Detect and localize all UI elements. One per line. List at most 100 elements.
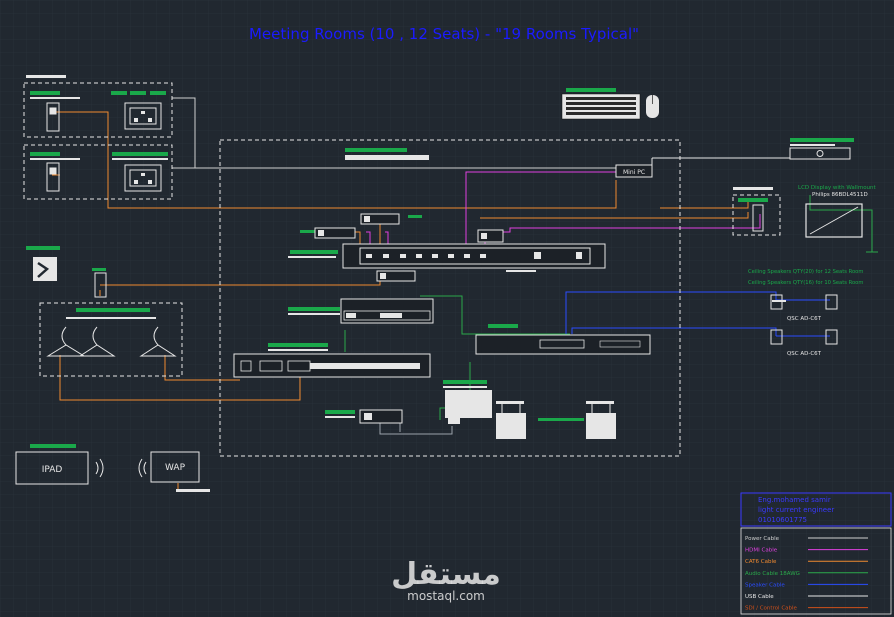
cat6-cable <box>52 111 617 209</box>
network-outlet <box>46 162 60 192</box>
network-outlet <box>49 167 57 175</box>
hdmi-receiver <box>376 270 416 282</box>
relay-module <box>496 413 526 439</box>
hdmi-cable <box>500 214 761 233</box>
tag-label <box>325 410 355 414</box>
relay-tag <box>586 401 614 404</box>
tag-label <box>176 489 210 492</box>
camera <box>789 147 851 160</box>
author-name: Eng.mohamed samir <box>758 496 831 504</box>
watermark-site: mostaql.com <box>407 589 485 603</box>
qsc-label-2: QSC AD-C6T <box>787 351 822 357</box>
arrow-icon <box>37 261 50 278</box>
speaker-group-1 <box>770 294 838 310</box>
tag-label <box>76 308 150 312</box>
tag-label <box>30 91 60 95</box>
cat6-cable <box>59 355 301 401</box>
tag-label <box>150 91 166 95</box>
tag-label <box>26 75 66 78</box>
tag-label <box>738 198 768 202</box>
tag-labels <box>26 75 854 492</box>
dsp-unit-panel <box>343 310 431 321</box>
matrix-port <box>432 254 438 258</box>
author-box <box>740 492 892 527</box>
matrix-port <box>534 252 541 259</box>
tag-label <box>443 386 487 388</box>
author-info: Eng.mohamed samir light current engineer… <box>740 492 892 527</box>
watermark: مستقل mostaql.com <box>391 557 501 603</box>
tag-label <box>325 416 355 418</box>
speaker-icon <box>825 329 838 345</box>
wall-outlets <box>46 102 162 192</box>
tag-label <box>345 155 429 160</box>
wap-box <box>150 451 200 483</box>
power-socket <box>124 102 162 130</box>
ipad-label: IPAD <box>42 465 63 475</box>
author-title: light current engineer <box>758 506 834 514</box>
power-sequencer-din <box>448 418 460 424</box>
wireless-devices: IPAD WAP <box>15 451 200 485</box>
speakers-16-label: Ceiling Speakers QTY(16) for 10 Seats Ro… <box>748 280 863 286</box>
mini-pc-box <box>615 164 653 178</box>
mouse-icon <box>646 95 659 118</box>
conference-unit-port <box>240 360 252 372</box>
tag-label <box>538 418 584 421</box>
tag-label <box>30 97 80 99</box>
tag-label <box>268 349 328 351</box>
main-rack-zone <box>219 139 681 457</box>
tag-label <box>268 343 328 347</box>
network-outlet <box>49 107 57 115</box>
wifi-signal-icon <box>95 458 104 478</box>
key-row <box>566 97 636 100</box>
mini-pc-label: Mini PC <box>623 169 645 176</box>
hdmi-extender-port <box>481 233 487 239</box>
qsc-label-1: QSC AD-C6T <box>787 316 822 322</box>
cat6-cable <box>660 202 749 209</box>
matrix-port <box>576 252 582 259</box>
tag-label <box>488 324 518 328</box>
rack-devices <box>233 213 651 439</box>
camera-lens <box>816 150 824 157</box>
relay-pins <box>501 404 611 413</box>
cat6-cable <box>164 355 240 381</box>
zones <box>23 82 781 457</box>
cat6-cable <box>480 212 749 219</box>
author-phone: 01010601775 <box>758 516 807 524</box>
matrix-port <box>464 254 470 258</box>
diagram-title: Meeting Rooms (10 , 12 Seats) - "19 Room… <box>249 25 639 43</box>
legend-label: Audio Cable 18AWG <box>745 571 800 577</box>
usb-extender-port <box>318 230 324 236</box>
socket-pins <box>134 111 152 184</box>
audio-cable <box>420 295 570 335</box>
tag-label <box>443 380 487 384</box>
power-socket-inner <box>129 107 157 125</box>
microphone-icon <box>78 326 116 357</box>
tag-label <box>30 444 76 448</box>
keyboard-mouse <box>561 93 659 120</box>
amplifier-led <box>599 340 641 348</box>
microphone-icon <box>46 326 86 357</box>
microphones <box>46 326 177 357</box>
tag-label <box>290 250 338 254</box>
tag-label <box>112 152 168 156</box>
network-outlet <box>46 102 60 132</box>
tag-label <box>345 148 407 152</box>
lcd-display-model: Philips 86BDL4511D <box>812 192 868 198</box>
ipad-box <box>15 451 89 485</box>
legend-label: Power Cable <box>745 536 780 542</box>
wall-box-zone-2 <box>23 144 173 200</box>
control-cable <box>379 423 453 435</box>
matrix-port <box>416 254 422 258</box>
display-zone <box>732 194 781 236</box>
tag-label <box>733 187 773 190</box>
dsp-connector <box>346 313 356 318</box>
amplifier-terminal <box>539 339 585 349</box>
key-row <box>566 112 636 115</box>
microphone-zone <box>39 302 183 377</box>
legend-label: USB Cable <box>745 594 774 600</box>
hdmi-cable <box>385 231 389 248</box>
tag-label <box>92 268 106 271</box>
legend-box <box>740 527 892 615</box>
power-cable <box>172 97 196 168</box>
